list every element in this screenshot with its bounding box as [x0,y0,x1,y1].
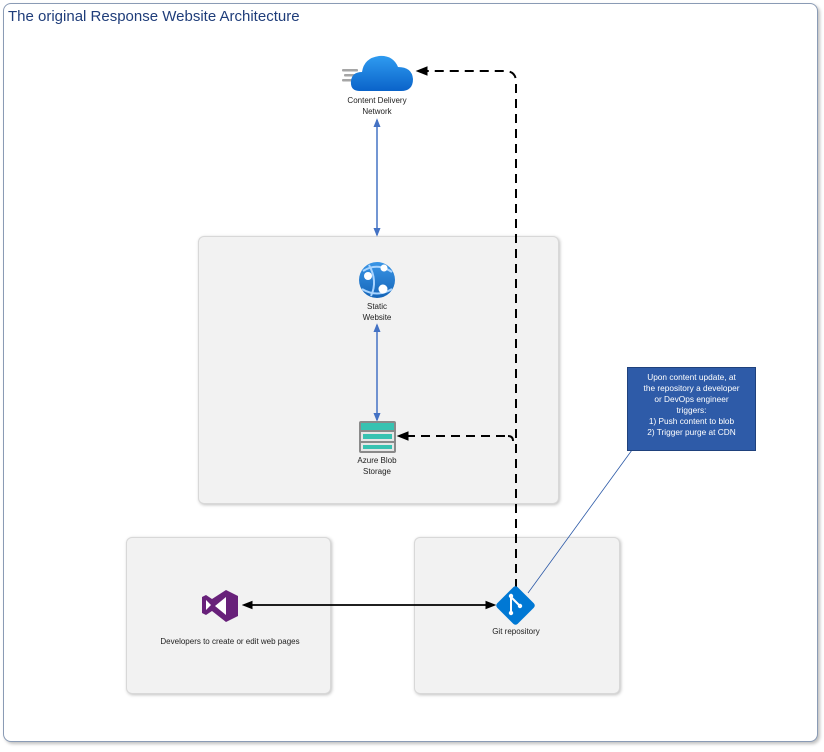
static-website-label-line2: Website [362,313,392,322]
blob-storage-label-line2: Storage [362,467,392,476]
cdn-label: Content Delivery Network [347,95,406,117]
note-line: 1) Push content to blob [648,416,735,426]
cdn-label-line2: Network [362,107,392,116]
git-to-blob-connector [399,436,514,441]
static-website-label: Static Website [363,301,392,323]
note-line: triggers: [676,405,707,415]
visual-studio-icon [202,590,238,622]
diagram-title: The original Response Website Architectu… [8,8,300,25]
note-line: 2) Trigger purge at CDN [647,427,736,437]
blob-storage-label-line1: Azure Blob [357,456,397,465]
blob-storage-label: Azure Blob Storage [357,455,396,477]
static-website-label-line1: Static [366,302,388,311]
storage-account-icon [359,421,396,453]
callout-line [527,449,633,594]
cdn-label-line1: Content Delivery [347,96,407,105]
git-to-cdn-connector [415,66,517,588]
app-service-globe-icon [359,262,395,298]
process-note: Upon content update, at the repository a… [627,367,756,451]
cloud-icon [342,55,413,91]
note-line: Upon content update, at [647,372,736,382]
git-repository-label: Git repository [492,627,540,636]
note-line: or DevOps engineer [654,394,729,404]
note-line: the repository a developer [643,383,740,393]
git-icon [496,586,535,625]
developers-label: Developers to create or edit web pages [160,637,300,646]
